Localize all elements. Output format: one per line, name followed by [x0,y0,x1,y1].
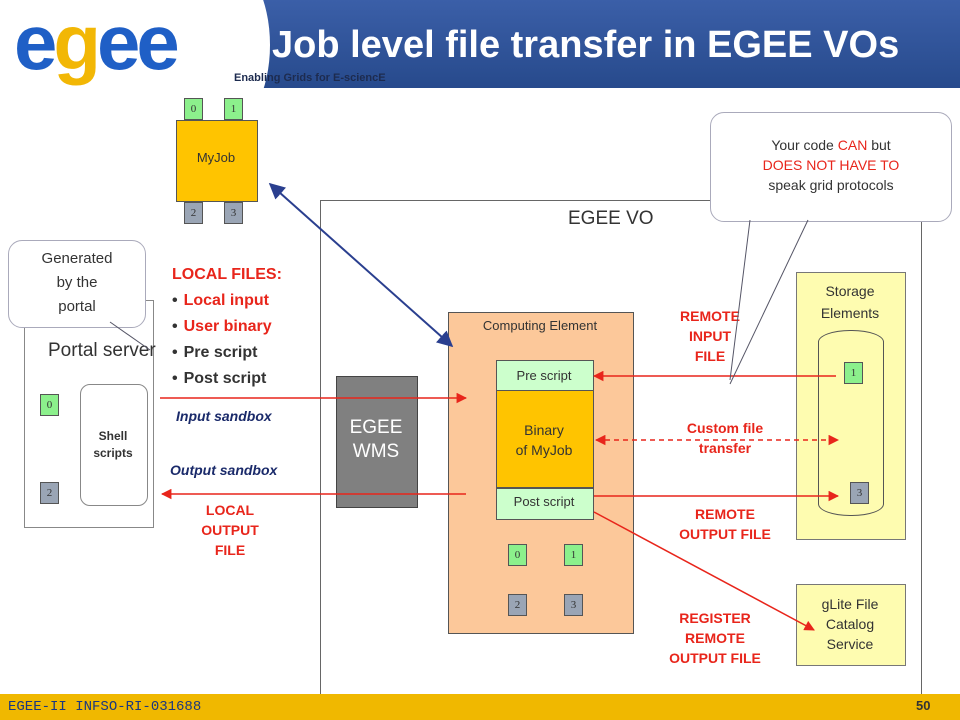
myjob-port-0: 0 [184,98,203,120]
local-files-item: •Local input [172,292,269,309]
egee-logo: egee [14,0,180,86]
post-script-label: Post script [513,494,575,509]
wms-label: EGEE WMS [349,417,403,462]
storage-port-1: 1 [844,362,863,384]
portal-server-label: Portal server [48,340,156,361]
ce-port-2: 2 [508,594,527,616]
register-remote-output-label: REGISTER REMOTE OUTPUT FILE [669,610,761,666]
callout-code-line1: Your code CAN but [771,137,891,153]
callout-portal-line1: Generated [41,250,113,267]
page-title: Job level file transfer in EGEE VOs [272,24,900,66]
footer-project: EGEE-II INFSO-RI-031688 [8,699,202,715]
footer-band [0,694,960,720]
callout-portal-line3: portal [58,298,96,315]
local-output-file-label: LOCAL OUTPUT FILE [201,502,259,558]
header-band [225,0,960,88]
vo-label: EGEE VO [568,208,654,229]
callout-grid-protocols: Your code CAN but DOES NOT HAVE TO speak… [710,112,952,222]
myjob-port-1: 1 [224,98,243,120]
binary-label: Binary of MyJob [515,422,573,458]
ce-port-3: 3 [564,594,583,616]
local-files-item: •User binary [172,318,272,335]
binary-box [496,390,594,488]
callout-generated-by-portal: Generated by the portal [8,240,146,328]
file-catalog-label: gLite File Catalog Service [821,596,879,652]
input-sandbox-label: Input sandbox [176,408,272,424]
storage-port-3: 3 [850,482,869,504]
ce-port-1: 1 [564,544,583,566]
tagline: Enabling Grids for E-sciencE [234,72,386,84]
remote-output-file-label: REMOTE OUTPUT FILE [679,506,771,542]
portal-port-2: 2 [40,482,59,504]
myjob-box [176,120,258,202]
callout-code-line2: DOES NOT HAVE TO [762,157,900,173]
myjob-port-2: 2 [184,202,203,224]
myjob-label: MyJob [196,150,236,165]
remote-input-file-label: REMOTE INPUT FILE [680,308,740,364]
callout-portal-line2: by the [56,274,98,291]
portal-port-0: 0 [40,394,59,416]
computing-element-label: Computing Element [482,318,598,333]
post-script-box [496,488,594,520]
custom-file-transfer-label: Custom file transfer [686,420,764,456]
myjob-port-3: 3 [224,202,243,224]
local-files-header: LOCAL FILES: [172,266,282,283]
local-files-list: LOCAL FILES: •Local input •User binary •… [172,262,282,392]
local-files-item: •Pre script [172,344,258,361]
shell-scripts-label: Shell scripts [93,429,133,460]
shell-scripts-box [80,384,148,506]
page-number: 50 [916,698,931,713]
output-sandbox-label: Output sandbox [170,462,278,478]
callout-code-line3: speak grid protocols [768,177,894,193]
pre-script-label: Pre script [516,368,572,383]
local-files-item: •Post script [172,370,267,387]
storage-elements-label: Storage Elements [820,283,880,321]
ce-port-0: 0 [508,544,527,566]
